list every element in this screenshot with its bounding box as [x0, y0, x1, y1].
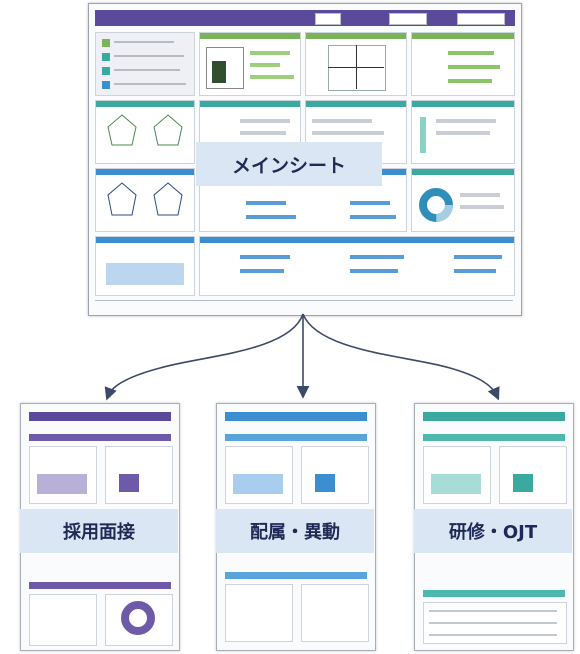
header-field: [315, 13, 341, 25]
legend-card: [95, 32, 195, 96]
main-sheet-document: [88, 3, 522, 316]
footer-rule: [95, 300, 513, 301]
bar-card: [199, 236, 515, 296]
radar-card: [95, 100, 195, 164]
radar-card: [95, 168, 195, 232]
header-field: [389, 13, 427, 25]
donut-card: [411, 168, 515, 232]
bar-card: [411, 32, 515, 96]
bar-card: [411, 100, 515, 164]
main-sheet-label: メインシート: [196, 142, 382, 186]
quadrant-card: [305, 32, 407, 96]
matrix-card: [199, 32, 301, 96]
assignment-label: 配属・異動: [216, 509, 374, 553]
header-field: [457, 13, 505, 25]
interview-label: 採用面接: [20, 509, 178, 553]
training-label: 研修・OJT: [414, 509, 572, 553]
trend-card: [95, 236, 195, 296]
